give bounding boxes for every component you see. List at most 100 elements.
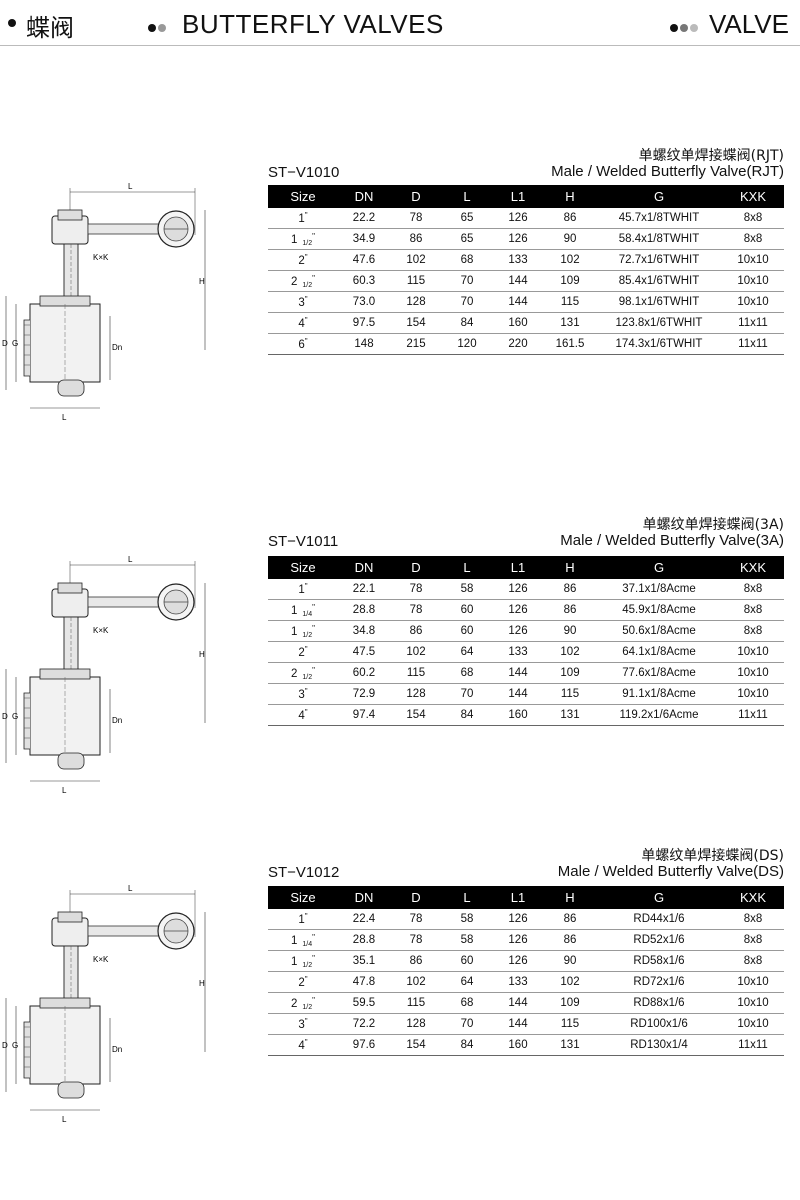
page-header: 蝶阀 BUTTERFLY VALVES VALVE bbox=[0, 0, 800, 46]
inch-mark: " bbox=[304, 253, 308, 262]
cell-d: 78 bbox=[390, 208, 442, 229]
dots-icon-right bbox=[670, 19, 700, 37]
column-header: H bbox=[544, 556, 596, 579]
cell-dn: 72.2 bbox=[338, 1013, 390, 1035]
cell-h: 86 bbox=[544, 929, 596, 951]
cell-d: 78 bbox=[390, 909, 442, 930]
cell-l: 68 bbox=[442, 992, 492, 1014]
size-cell: 3" bbox=[268, 683, 338, 705]
size-cell: 6" bbox=[268, 333, 338, 355]
valve-drawing-container: L K×K H D G Dn L bbox=[0, 882, 215, 1132]
inch-mark: " bbox=[304, 337, 308, 346]
dim-label-l: L bbox=[128, 182, 133, 191]
cell-g: 91.1x1/8Acme bbox=[596, 683, 722, 705]
inch-mark: " bbox=[304, 316, 308, 325]
cell-g: 45.7x1/8TWHIT bbox=[596, 208, 722, 229]
cell-g: 50.6x1/8Acme bbox=[596, 620, 722, 642]
cell-l1: 126 bbox=[492, 909, 544, 930]
dim-label-d: D bbox=[2, 712, 8, 721]
cell-kxk: 10x10 bbox=[722, 291, 784, 313]
size-cell: 2" bbox=[268, 249, 338, 271]
inch-mark: " bbox=[312, 995, 315, 1005]
cell-l: 60 bbox=[442, 950, 492, 972]
cell-dn: 148 bbox=[338, 333, 390, 355]
cell-l: 84 bbox=[442, 312, 492, 334]
size-cell: 4" bbox=[268, 312, 338, 334]
cell-dn: 59.5 bbox=[338, 992, 390, 1014]
size-fraction: 1/2 bbox=[302, 239, 313, 247]
size-value: 1 bbox=[291, 604, 298, 617]
cell-dn: 34.8 bbox=[338, 620, 390, 642]
cell-dn: 28.8 bbox=[338, 599, 390, 621]
column-header: KXK bbox=[722, 886, 784, 909]
dim-label-l-bottom: L bbox=[62, 413, 67, 422]
cell-l: 64 bbox=[442, 641, 492, 663]
cell-h: 109 bbox=[544, 662, 596, 684]
column-header: D bbox=[390, 185, 442, 208]
size-value: 4 bbox=[298, 318, 305, 330]
size-value: 2 bbox=[298, 647, 305, 659]
inch-mark: " bbox=[304, 1038, 308, 1047]
cell-h: 131 bbox=[544, 1034, 596, 1056]
cell-kxk: 8x8 bbox=[722, 909, 784, 930]
cell-d: 154 bbox=[390, 312, 442, 334]
column-header: Size bbox=[268, 185, 338, 208]
cell-g: RD100x1/6 bbox=[596, 1013, 722, 1035]
cell-l: 60 bbox=[442, 620, 492, 642]
cell-l1: 144 bbox=[492, 683, 544, 705]
cell-l1: 144 bbox=[492, 1013, 544, 1035]
size-value: 1 bbox=[291, 955, 298, 968]
size-value: 1 bbox=[291, 233, 298, 246]
cell-kxk: 8x8 bbox=[722, 950, 784, 972]
cell-g: 98.1x1/6TWHIT bbox=[596, 291, 722, 313]
cell-l: 84 bbox=[442, 704, 492, 726]
cell-dn: 47.8 bbox=[338, 971, 390, 993]
size-fraction: 1/4 bbox=[302, 610, 313, 618]
cell-g: RD72x1/6 bbox=[596, 971, 722, 993]
dim-label-dn: Dn bbox=[112, 1045, 122, 1054]
cell-d: 128 bbox=[390, 291, 442, 313]
size-cell: 1" bbox=[268, 579, 338, 600]
size-value: 3 bbox=[298, 1019, 305, 1031]
column-header: Size bbox=[268, 886, 338, 909]
inch-mark: " bbox=[312, 932, 315, 942]
inch-mark: " bbox=[304, 211, 308, 220]
cell-l1: 144 bbox=[492, 291, 544, 313]
inch-mark: " bbox=[312, 665, 315, 675]
column-header: G bbox=[596, 556, 722, 579]
cell-h: 102 bbox=[544, 971, 596, 993]
cell-l1: 144 bbox=[492, 662, 544, 684]
cell-h: 161.5 bbox=[544, 333, 596, 355]
cell-kxk: 10x10 bbox=[722, 992, 784, 1014]
cell-g: 45.9x1/8Acme bbox=[596, 599, 722, 621]
inch-mark: " bbox=[304, 295, 308, 304]
cell-h: 90 bbox=[544, 228, 596, 250]
cell-kxk: 8x8 bbox=[722, 228, 784, 250]
cell-h: 115 bbox=[544, 291, 596, 313]
product-title-cn: 单螺纹单焊接蝶阀(RJT) bbox=[638, 148, 784, 164]
cell-dn: 97.4 bbox=[338, 704, 390, 726]
size-value: 2 bbox=[298, 255, 305, 267]
cell-d: 128 bbox=[390, 1013, 442, 1035]
product-title-en: Male / Welded Butterfly Valve(RJT) bbox=[551, 163, 784, 180]
cell-kxk: 8x8 bbox=[722, 599, 784, 621]
cell-dn: 73.0 bbox=[338, 291, 390, 313]
dim-label-d: D bbox=[2, 339, 8, 348]
size-value: 2 bbox=[298, 977, 305, 989]
cell-d: 102 bbox=[390, 641, 442, 663]
cell-l: 70 bbox=[442, 1013, 492, 1035]
cell-g: 58.4x1/8TWHIT bbox=[596, 228, 722, 250]
